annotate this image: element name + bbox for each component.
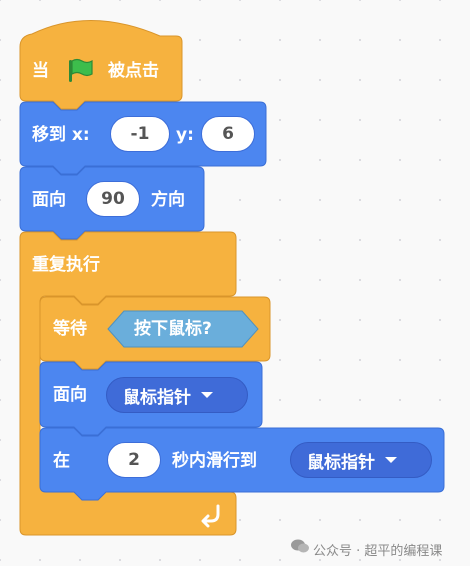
wechat-icon: [290, 538, 310, 554]
goto-x-label: 移到 x:: [32, 125, 90, 145]
y-value-input[interactable]: 6: [201, 116, 255, 152]
wait-until-label: 等待: [53, 319, 87, 339]
glide-middle-label: 秒内滑行到: [172, 451, 257, 471]
goto-y-label: y:: [176, 125, 194, 145]
clicked-label: 被点击: [108, 61, 159, 81]
loop-arrow-icon: [198, 502, 224, 528]
when-flag-clicked-block[interactable]: [19, 20, 183, 110]
glide-prefix-label: 在: [53, 451, 70, 471]
green-flag-icon[interactable]: [66, 57, 94, 85]
direction-value-input[interactable]: 90: [86, 181, 140, 217]
towards-target-value: 鼠标指针: [123, 387, 191, 408]
mouse-down-label: 按下鼠标?: [134, 319, 212, 339]
glide-target-value: 鼠标指针: [307, 452, 375, 473]
glide-target-dropdown[interactable]: 鼠标指针: [290, 442, 432, 478]
chevron-down-icon: [201, 392, 213, 398]
glide-secs-input[interactable]: 2: [107, 442, 161, 478]
when-label: 当: [32, 61, 49, 81]
forever-label: 重复执行: [32, 255, 100, 275]
chevron-down-icon: [385, 457, 397, 463]
point-towards-label: 面向: [53, 385, 87, 405]
watermark-text: 公众号 · 超平的编程课: [313, 544, 443, 559]
x-value-input[interactable]: -1: [110, 116, 170, 152]
towards-target-dropdown[interactable]: 鼠标指针: [106, 377, 248, 413]
point-direction-label: 面向: [32, 190, 66, 210]
direction-suffix-label: 方向: [151, 190, 185, 210]
mouse-down-condition[interactable]: [107, 310, 259, 348]
